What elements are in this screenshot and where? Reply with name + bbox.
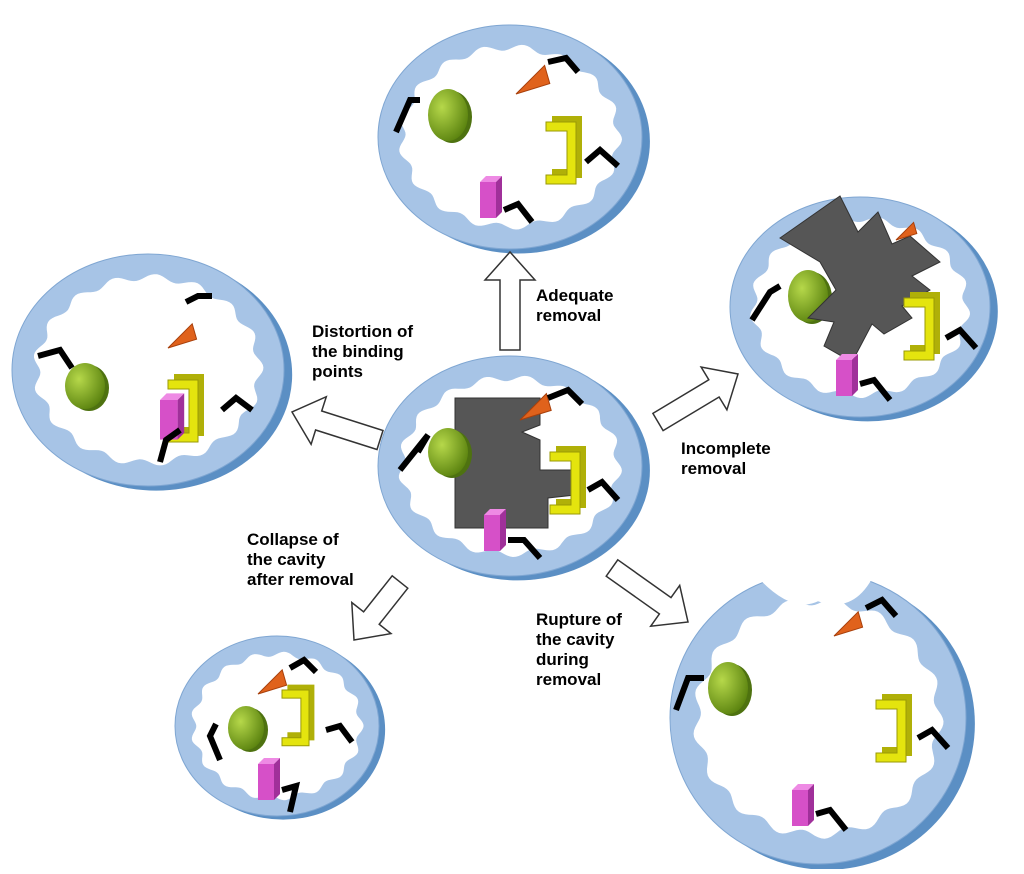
block-site-side bbox=[852, 354, 858, 396]
sphere-site bbox=[708, 662, 748, 714]
block-site-top bbox=[258, 758, 280, 764]
sphere-site bbox=[428, 89, 468, 141]
block-site bbox=[836, 360, 852, 396]
cone-site bbox=[833, 610, 864, 637]
block-site-top bbox=[836, 354, 858, 360]
block-site bbox=[792, 790, 808, 826]
block-site-top bbox=[792, 784, 814, 790]
arrow-adequate-removal bbox=[483, 250, 537, 351]
linker bbox=[916, 726, 951, 750]
block-site-top bbox=[160, 393, 185, 400]
bracket-site bbox=[875, 699, 907, 763]
sphere-site bbox=[228, 706, 264, 750]
linker bbox=[325, 722, 355, 744]
disk-incomplete-removal bbox=[729, 195, 998, 422]
block-site bbox=[258, 764, 274, 800]
sphere-site bbox=[65, 363, 105, 409]
linker bbox=[508, 537, 543, 560]
disk-adequate-removal bbox=[377, 24, 650, 254]
linker bbox=[157, 427, 182, 463]
linker bbox=[184, 293, 212, 305]
label-incomplete-removal: Incomplete removal bbox=[681, 439, 771, 478]
disk-distortion bbox=[11, 253, 293, 491]
arrow-distortion bbox=[290, 395, 384, 451]
block-site-side bbox=[496, 176, 502, 218]
direction-arrows bbox=[290, 250, 739, 641]
disk-rupture bbox=[669, 560, 975, 870]
linker bbox=[393, 97, 420, 134]
linker bbox=[944, 326, 979, 350]
label-collapse: Collapse of the cavity after removal bbox=[247, 530, 354, 589]
label-adequate-removal: Adequate removal bbox=[536, 286, 614, 325]
cavity-disks bbox=[11, 24, 998, 870]
bracket-site bbox=[545, 121, 577, 185]
cavity bbox=[693, 598, 944, 839]
cone-site bbox=[257, 668, 288, 695]
linker bbox=[859, 376, 893, 402]
bracket-site bbox=[549, 451, 581, 515]
linker bbox=[586, 478, 621, 502]
label-distortion: Distortion of the binding points bbox=[312, 322, 414, 381]
block-site-side bbox=[274, 758, 280, 800]
block-site-side bbox=[808, 784, 814, 826]
disk-center bbox=[377, 355, 650, 581]
linker bbox=[220, 394, 254, 413]
sphere-site bbox=[428, 428, 468, 476]
linker bbox=[749, 283, 782, 322]
block-site bbox=[484, 515, 500, 551]
disk-collapse bbox=[174, 635, 386, 820]
linker bbox=[37, 346, 75, 370]
cone-site bbox=[519, 392, 552, 421]
block-site-top bbox=[484, 509, 506, 515]
template-remnant bbox=[779, 195, 941, 363]
linker bbox=[673, 675, 704, 712]
cone-site bbox=[167, 322, 198, 349]
linker bbox=[397, 433, 431, 472]
rupture-gap bbox=[748, 560, 878, 605]
label-rupture: Rupture of the cavity during removal bbox=[536, 610, 622, 689]
cone-site bbox=[515, 64, 551, 95]
cavity bbox=[34, 274, 264, 466]
linker bbox=[288, 656, 319, 675]
arrow-collapse bbox=[350, 574, 409, 641]
arrow-rupture bbox=[605, 558, 689, 628]
block-site bbox=[160, 400, 178, 440]
bracket-site bbox=[281, 689, 310, 747]
linker bbox=[206, 722, 223, 762]
linker bbox=[584, 146, 620, 169]
cavity bbox=[191, 651, 364, 801]
linker bbox=[546, 386, 585, 407]
linker bbox=[281, 781, 301, 813]
linker bbox=[864, 596, 899, 618]
template-molecule bbox=[454, 397, 576, 529]
block-site bbox=[480, 182, 496, 218]
block-site-top bbox=[480, 176, 502, 182]
arrow-incomplete-removal bbox=[651, 365, 739, 432]
linker bbox=[547, 54, 581, 74]
block-site-side bbox=[500, 509, 506, 551]
linker bbox=[502, 200, 535, 224]
linker bbox=[815, 806, 849, 832]
bracket-site bbox=[903, 297, 935, 361]
block-site-side bbox=[177, 393, 185, 440]
cone-site bbox=[895, 221, 918, 241]
